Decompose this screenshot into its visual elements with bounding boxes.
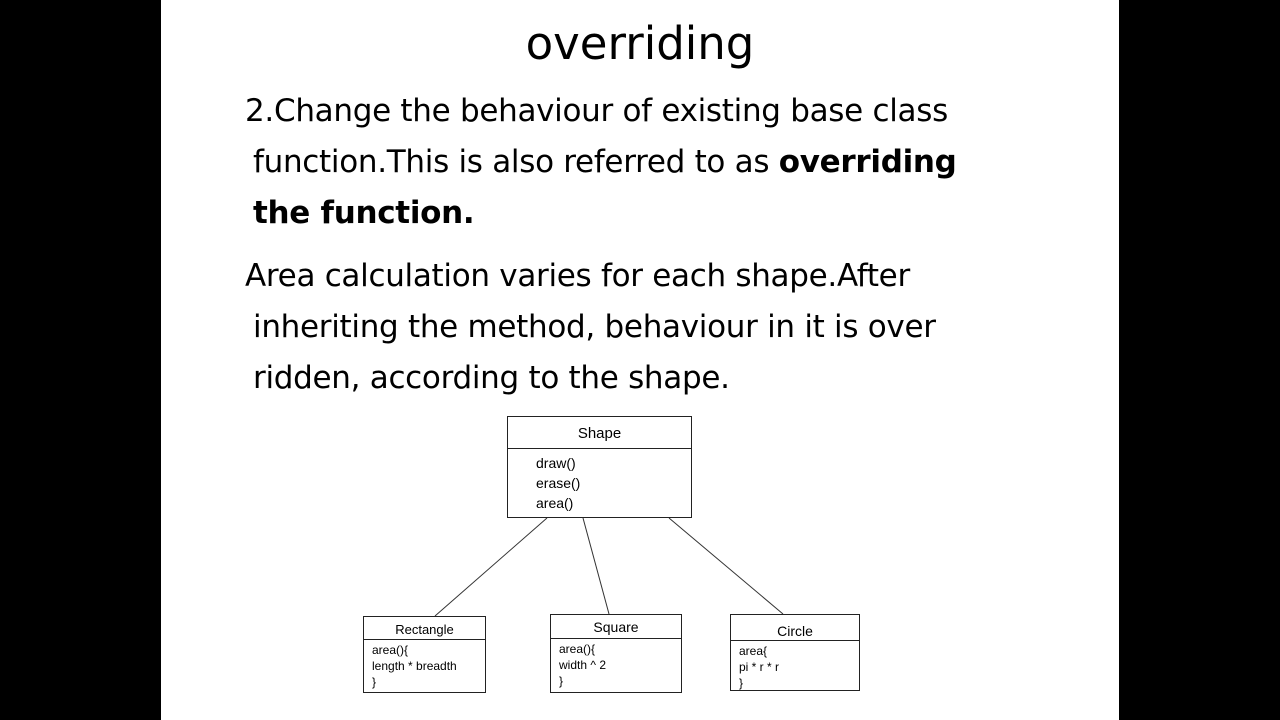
method-item: draw()	[536, 455, 576, 471]
paragraph-line: Area calculation varies for each shape.A…	[245, 258, 910, 294]
inheritance-connectors	[434, 517, 784, 617]
emphasis-text: the function.	[253, 195, 475, 231]
class-name: Rectangle	[364, 617, 485, 640]
paragraph-overriding-definition: 2.Change the behaviour of existing base …	[245, 86, 1065, 239]
class-name: Circle	[731, 615, 859, 641]
emphasis-text: overriding	[778, 144, 957, 180]
connector-square	[582, 517, 610, 615]
method-line: }	[559, 674, 564, 688]
class-methods: area(){ width ^ 2 }	[551, 639, 681, 689]
class-methods: area(){ length * breadth }	[364, 640, 485, 690]
method-line: }	[739, 676, 744, 690]
class-methods: area{ pi * r * r }	[731, 641, 859, 691]
class-methods: draw() erase() area()	[508, 449, 691, 513]
class-name: Square	[551, 615, 681, 639]
slide: overriding 2.Change the behaviour of exi…	[161, 0, 1119, 720]
method-line: area(){	[372, 643, 409, 657]
method-line: pi * r * r	[739, 660, 780, 674]
paragraph-line: 2.Change the behaviour of existing base …	[245, 93, 948, 129]
uml-class-diagram: Shape draw() erase() area() Rectangle ar…	[161, 0, 1119, 720]
method-item: area()	[536, 495, 574, 511]
class-box-rectangle: Rectangle area(){ length * breadth }	[363, 616, 486, 693]
method-item: erase()	[536, 475, 581, 491]
paragraph-line: ridden, according to the shape.	[253, 360, 730, 396]
paragraph-line: function.This is also referred to as ove…	[245, 137, 1065, 188]
method-line: area{	[739, 644, 768, 658]
paragraph-area-example: Area calculation varies for each shape.A…	[245, 251, 1065, 404]
connector-rectangle	[434, 517, 548, 617]
class-box-shape: Shape draw() erase() area()	[507, 416, 692, 518]
method-line: length * breadth	[372, 659, 457, 673]
paragraph-line: the function.	[245, 188, 1065, 239]
class-box-circle: Circle area{ pi * r * r }	[730, 614, 860, 691]
class-box-square: Square area(){ width ^ 2 }	[550, 614, 682, 693]
slide-title: overriding	[525, 17, 755, 70]
method-line: width ^ 2	[559, 658, 606, 672]
paragraph-text: function.This is also referred to as	[253, 144, 779, 180]
method-line: }	[372, 675, 377, 689]
connector-circle	[668, 517, 784, 615]
class-name: Shape	[508, 417, 691, 449]
method-line: area(){	[559, 642, 596, 656]
paragraph-line: inheriting the method, behaviour in it i…	[253, 309, 936, 345]
